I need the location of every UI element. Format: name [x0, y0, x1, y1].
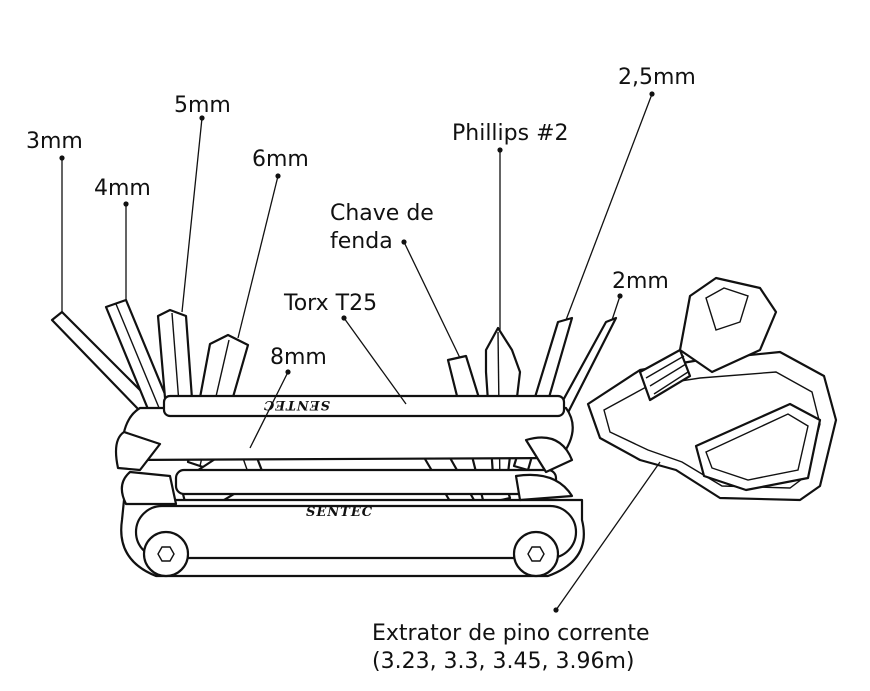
bolt-right	[512, 530, 560, 578]
label-3mm: 3mm	[26, 129, 83, 154]
label-extrator-line1: Extrator de pino corrente	[372, 621, 650, 646]
label-2-5mm: 2,5mm	[618, 65, 696, 90]
leader-lines	[59, 91, 661, 613]
chain-extractor	[586, 276, 838, 502]
tool-body	[114, 394, 585, 578]
label-4mm: 4mm	[94, 176, 151, 201]
label-chave-line1: Chave de	[330, 201, 434, 226]
labels: 3mm 4mm 5mm 6mm 8mm Torx T25 Chave de fe…	[26, 65, 696, 674]
label-extrator-line2: (3.23, 3.3, 3.45, 3.96m)	[372, 649, 635, 674]
brand-logo-top: SENTEC	[263, 397, 330, 412]
label-2mm: 2mm	[612, 269, 669, 294]
top-plate	[162, 394, 566, 418]
bottom-plate	[134, 504, 578, 560]
label-8mm: 8mm	[270, 345, 327, 370]
bolt-left	[142, 530, 190, 578]
label-5mm: 5mm	[174, 93, 231, 118]
label-6mm: 6mm	[252, 147, 309, 172]
label-phillips: Phillips #2	[452, 121, 569, 146]
label-chave-line2: fenda	[330, 229, 393, 254]
label-torx-t25: Torx T25	[283, 291, 377, 316]
brand-logo-bottom: SENTEC	[306, 505, 373, 520]
